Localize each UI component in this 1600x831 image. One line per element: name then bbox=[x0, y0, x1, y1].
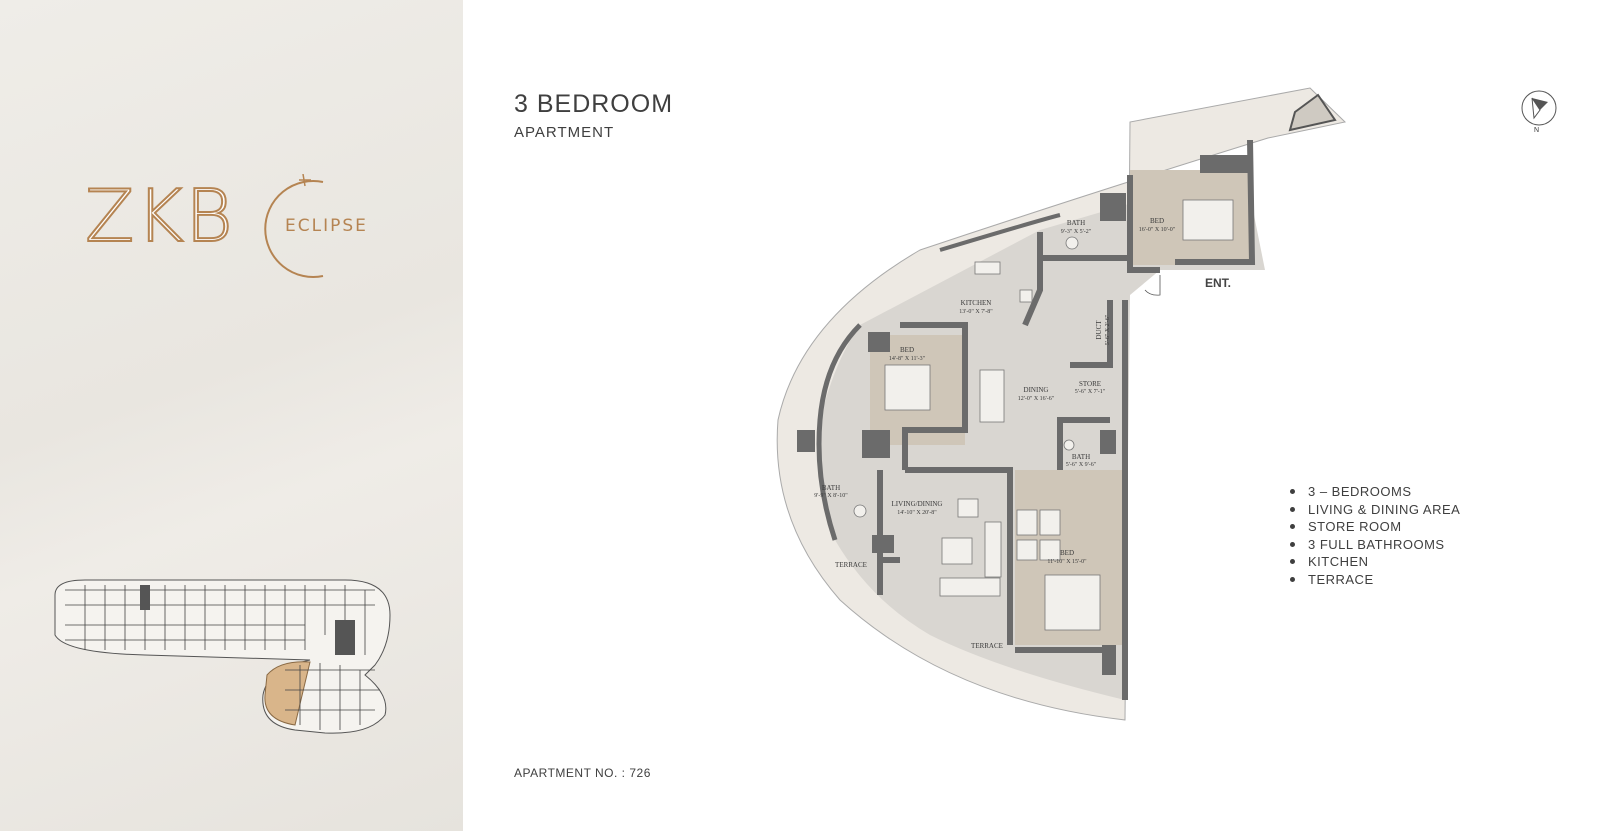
room-bath1-name: BATH bbox=[1067, 219, 1085, 227]
furniture bbox=[853, 199, 1234, 631]
room-bath2-dim: 5'-6" X 9'-6" bbox=[1066, 462, 1097, 468]
feature-item: 3 FULL BATHROOMS bbox=[1290, 536, 1460, 554]
room-bed3-name: BED bbox=[1060, 549, 1074, 557]
room-terrace2-name: TERRACE bbox=[971, 642, 1003, 650]
room-store-dim: 5'-6" X 7'-1" bbox=[1075, 389, 1106, 395]
room-living-name: LIVING/DINING bbox=[892, 500, 943, 508]
floor-plan: BED 16'-0" X 10'-0" BATH 9'-3" X 5'-2" K… bbox=[776, 87, 1347, 721]
logo-subtitle: ECLIPSE bbox=[285, 216, 368, 236]
brand-panel: ZKB ECLIPSE bbox=[0, 0, 463, 831]
room-bath2-name: BATH bbox=[1072, 453, 1090, 461]
room-duct-name: DUCT bbox=[1095, 320, 1103, 340]
feature-item: 3 – BEDROOMS bbox=[1290, 483, 1460, 501]
room-bath3-dim: 9'-9" X 8'-10" bbox=[814, 493, 848, 499]
room-bed1-dim: 16'-0" X 10'-0" bbox=[1139, 227, 1176, 233]
room-store-name: STORE bbox=[1079, 380, 1101, 388]
room-duct-dim: 5'-6" X 2'-6" bbox=[1105, 314, 1111, 345]
feature-list: 3 – BEDROOMS LIVING & DINING AREA STORE … bbox=[1290, 483, 1460, 589]
feature-item: LIVING & DINING AREA bbox=[1290, 501, 1460, 519]
room-bed2-name: BED bbox=[900, 346, 914, 354]
room-bed2-dim: 14'-8" X 11'-3" bbox=[889, 356, 926, 362]
compass-north-icon: N bbox=[1521, 90, 1557, 134]
room-bed3-dim: 11'-10" X 15'-0" bbox=[1047, 559, 1087, 565]
svg-text:N: N bbox=[1534, 127, 1539, 134]
feature-item: TERRACE bbox=[1290, 571, 1460, 589]
room-terrace1-name: TERRACE bbox=[835, 561, 867, 569]
logo-wordmark: ZKB bbox=[84, 174, 235, 258]
room-bed1-name: BED bbox=[1150, 217, 1164, 225]
room-bath1-dim: 9'-3" X 5'-2" bbox=[1061, 229, 1092, 235]
room-dining-dim: 12'-0" X 16'-6" bbox=[1018, 396, 1055, 402]
eclipse-crescent-icon bbox=[264, 174, 324, 278]
apartment-number: APARTMENT NO. : 726 bbox=[514, 766, 651, 780]
feature-item: STORE ROOM bbox=[1290, 518, 1460, 536]
room-kitchen-dim: 13'-0" X 7'-8" bbox=[959, 309, 993, 315]
room-bath3-name: BATH bbox=[822, 484, 840, 492]
brand-logo: ZKB ECLIPSE bbox=[84, 174, 366, 278]
room-living-dim: 14'-10" X 20'-8" bbox=[897, 510, 937, 516]
walls bbox=[877, 139, 1256, 700]
feature-item: KITCHEN bbox=[1290, 553, 1460, 571]
room-dining-name: DINING bbox=[1024, 386, 1049, 394]
page-title: 3 BEDROOM bbox=[514, 90, 674, 118]
room-kitchen-name: KITCHEN bbox=[961, 299, 992, 307]
entrance-label: ENT. bbox=[1205, 276, 1231, 290]
page-subtitle: APARTMENT bbox=[514, 124, 615, 141]
key-plan-map bbox=[54, 579, 391, 734]
